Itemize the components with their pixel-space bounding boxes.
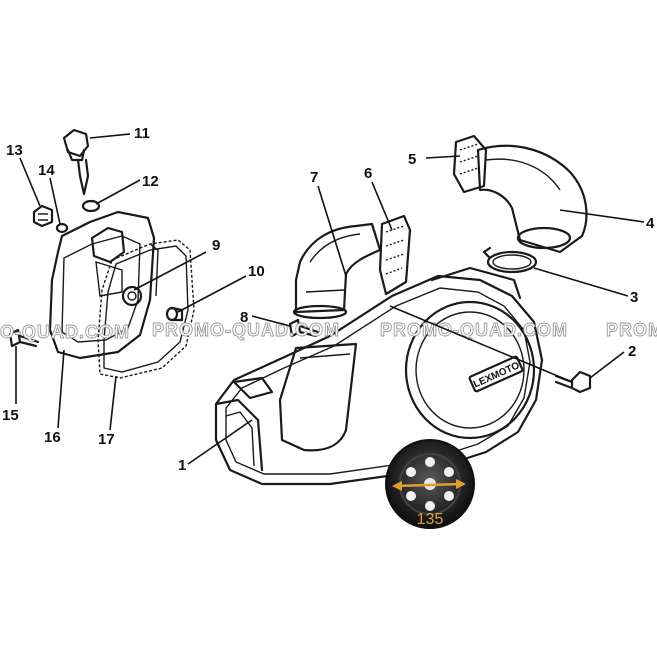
hose-clamp [482, 246, 538, 274]
watermark-1: O-QUAD.COM [0, 322, 130, 342]
label-5: 5 [408, 151, 416, 168]
label-2: 2 [628, 343, 636, 360]
label-16: 16 [44, 429, 61, 446]
oil-dipstick [62, 128, 90, 196]
label-10: 10 [248, 263, 265, 280]
diameter-value: 135 [417, 511, 444, 528]
part-numbers: 11 12 13 14 9 10 15 16 17 7 6 5 4 3 2 8 … [2, 125, 655, 474]
gearbox-cover [48, 210, 159, 360]
label-15: 15 [2, 407, 19, 424]
label-9: 9 [212, 237, 220, 254]
label-3: 3 [630, 289, 638, 306]
leader-lines [15, 133, 645, 465]
intake-duct [292, 222, 382, 320]
washer [55, 222, 69, 234]
watermark-4: PROMO- [606, 320, 657, 340]
label-12: 12 [142, 173, 159, 190]
dowel-pin [165, 306, 184, 322]
clutch-bell-badge: 135 [385, 439, 475, 529]
label-8: 8 [240, 309, 248, 326]
cvt-cover: LEXMOTO [214, 266, 544, 486]
drain-plug [32, 204, 54, 228]
label-6: 6 [364, 165, 372, 182]
label-13: 13 [6, 142, 23, 159]
watermark-2: PROMO-QUAD.COM [152, 320, 340, 340]
label-7: 7 [310, 169, 318, 186]
elbow-duct [476, 144, 588, 254]
watermark-3: PROMO-QUAD.COM [380, 320, 568, 340]
label-11: 11 [134, 125, 150, 142]
o-ring [81, 199, 101, 213]
label-4: 4 [646, 215, 655, 232]
air-filter-element [378, 214, 412, 296]
diameter-arrow [395, 482, 463, 488]
label-14: 14 [38, 162, 55, 179]
small-bolt [288, 318, 320, 338]
label-1: 1 [178, 457, 186, 474]
bolt [8, 328, 40, 348]
duct-filter-sleeve [452, 134, 488, 194]
cover-gasket [97, 239, 195, 379]
cover-bolt [554, 370, 592, 394]
watermark-row: O-QUAD.COM PROMO-QUAD.COM PROMO-QUAD.COM… [0, 320, 657, 343]
label-17: 17 [98, 431, 115, 448]
